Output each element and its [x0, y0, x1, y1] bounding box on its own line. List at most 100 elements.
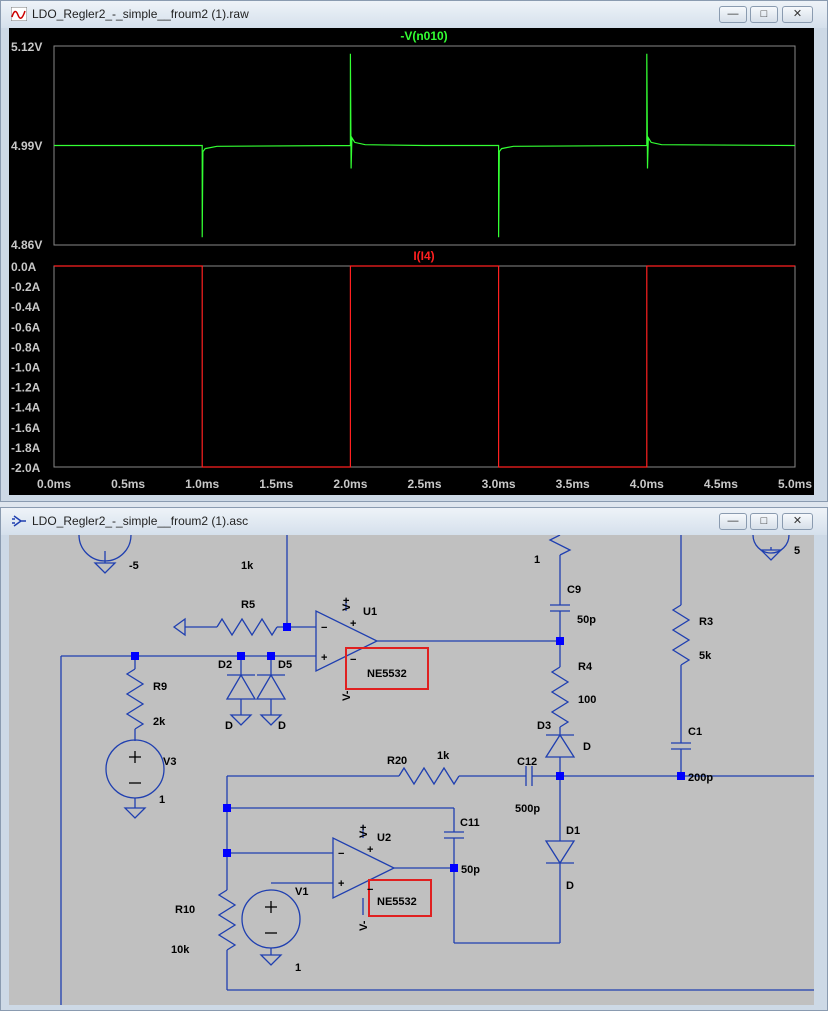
ground-icon — [123, 807, 147, 819]
x-tick-label: 4.0ms — [630, 477, 664, 491]
label-d1-model: D — [566, 880, 574, 892]
label-d5: D5 — [278, 659, 292, 671]
x-tick-label: 5.0ms — [778, 477, 812, 491]
waveform-plot-area[interactable]: -V(n010) I(I4) 5.12V 4.99V 4.86V 0.0A-0.… — [9, 28, 814, 495]
highlight-box — [345, 647, 429, 690]
label-r9: R9 — [153, 681, 167, 693]
opamp-u2[interactable] — [332, 836, 396, 900]
u1-supply-plus-pin: + — [350, 618, 356, 630]
label-c12-value: 500p — [515, 803, 540, 815]
voltage-trace-line[interactable] — [54, 53, 796, 238]
resistor-r10[interactable] — [217, 889, 237, 951]
part-name-ne5532[interactable]: NE5532 — [367, 668, 407, 680]
u2-minus-pin: − — [338, 848, 344, 860]
schematic-window-title: LDO_Regler2_-_simple__froum2 (1).asc — [32, 514, 249, 528]
current-trace-title[interactable]: I(I4) — [413, 249, 434, 263]
label-c11-value: 50p — [461, 864, 480, 876]
ground-icon — [259, 714, 283, 726]
label-c9-value: 50p — [577, 614, 596, 626]
i-tick-label: -0.8A — [11, 340, 41, 354]
label-u2: U2 — [377, 832, 391, 844]
waveform-window-title: LDO_Regler2_-_simple__froum2 (1).raw — [32, 7, 249, 21]
ground-icon — [259, 954, 283, 966]
junction-dot — [131, 652, 139, 660]
ground-icon — [759, 549, 783, 561]
label-pos5: 5 — [794, 545, 800, 557]
u2-vminus-label: V- — [358, 920, 370, 931]
label-u1: U1 — [363, 606, 377, 618]
i-tick-label: -2.0A — [11, 461, 41, 475]
current-trace-line[interactable] — [54, 265, 795, 468]
label-d3: D3 — [537, 720, 551, 732]
resistor-r5[interactable] — [216, 617, 278, 637]
ground-icon — [229, 714, 253, 726]
label-d2: D2 — [218, 659, 232, 671]
x-tick-label: 3.0ms — [482, 477, 516, 491]
minimize-button[interactable]: — — [719, 513, 747, 530]
maximize-button[interactable]: □ — [750, 513, 778, 530]
resistor-r3[interactable] — [671, 604, 691, 666]
junction-dot — [267, 652, 275, 660]
schematic-app-icon — [12, 515, 26, 527]
part-name-ne5532[interactable]: NE5532 — [377, 896, 417, 908]
diode-d5[interactable] — [255, 673, 287, 700]
highlight-box — [368, 879, 432, 917]
label-r3: R3 — [699, 616, 713, 628]
resistor-r20[interactable] — [398, 766, 460, 786]
ground-icon — [93, 562, 117, 574]
label-c12: C12 — [517, 756, 537, 768]
source-symbol[interactable] — [752, 535, 790, 554]
maximize-button[interactable]: □ — [750, 6, 778, 23]
resistor-r4[interactable] — [550, 666, 570, 728]
u1-plus-pin: + — [321, 652, 327, 664]
junction-dot — [556, 637, 564, 645]
x-tick-label: 0.5ms — [111, 477, 145, 491]
x-tick-label: 0.0ms — [37, 477, 71, 491]
voltage-source-v1[interactable] — [241, 889, 301, 949]
resistor-r9[interactable] — [125, 668, 145, 730]
voltage-series — [54, 53, 796, 238]
schematic-titlebar[interactable]: LDO_Regler2_-_simple__froum2 (1).asc — □… — [1, 508, 827, 535]
close-button[interactable]: ✕ — [782, 513, 813, 530]
diode-d2[interactable] — [225, 673, 257, 700]
i-tick-label: -0.4A — [11, 300, 41, 314]
label-d1: D1 — [566, 825, 580, 837]
label-r10-value: 10k — [171, 944, 190, 956]
label-r9-value: 2k — [153, 716, 166, 728]
i-tick-label: -1.0A — [11, 361, 41, 375]
x-tick-label: 1.0ms — [185, 477, 219, 491]
i-tick-label: -1.2A — [11, 381, 41, 395]
u1-vminus-label: V- — [341, 690, 353, 701]
v-tick-label: 5.12V — [11, 40, 42, 54]
u2-supply-minus-pin: − — [367, 884, 373, 896]
voltage-source-v3[interactable] — [105, 739, 165, 799]
i-tick-label: -1.4A — [11, 401, 41, 415]
close-button[interactable]: ✕ — [782, 6, 813, 23]
junction-dot — [450, 864, 458, 872]
label-r3-value: 5k — [699, 650, 712, 662]
voltage-trace-title[interactable]: -V(n010) — [400, 29, 447, 43]
x-tick-label: 4.5ms — [704, 477, 738, 491]
current-y-ticks: 0.0A-0.2A-0.4A-0.6A-0.8A-1.0A-1.2A-1.4A-… — [11, 260, 41, 475]
diode-d3[interactable] — [544, 733, 576, 758]
u2-plus-pin: + — [338, 878, 344, 890]
u1-minus-pin: − — [321, 622, 327, 634]
schematic-drawing: -5 5 1 1k R5 U1 C9 50p R3 5k R4 100 D2 D… — [60, 535, 814, 1005]
waveform-window: LDO_Regler2_-_simple__froum2 (1).raw — □… — [0, 0, 828, 502]
minimize-button[interactable]: — — [719, 6, 747, 23]
label-r10: R10 — [175, 904, 195, 916]
resistor-top[interactable] — [548, 535, 572, 556]
waveform-titlebar[interactable]: LDO_Regler2_-_simple__froum2 (1).raw — □… — [1, 1, 827, 28]
junction-dot — [283, 623, 291, 631]
diode-d1[interactable] — [544, 840, 576, 865]
u1-vplus-label: V+ — [341, 597, 353, 611]
schematic-canvas[interactable]: -5 5 1 1k R5 U1 C9 50p R3 5k R4 100 D2 D… — [9, 535, 814, 1005]
i-tick-label: -1.6A — [11, 421, 41, 435]
label-r5: R5 — [241, 599, 255, 611]
schematic-window: LDO_Regler2_-_simple__froum2 (1).asc — □… — [0, 507, 828, 1011]
junction-dot — [677, 772, 685, 780]
x-tick-label: 3.5ms — [556, 477, 590, 491]
i-tick-label: -1.8A — [11, 441, 41, 455]
i-tick-label: 0.0A — [11, 260, 37, 274]
